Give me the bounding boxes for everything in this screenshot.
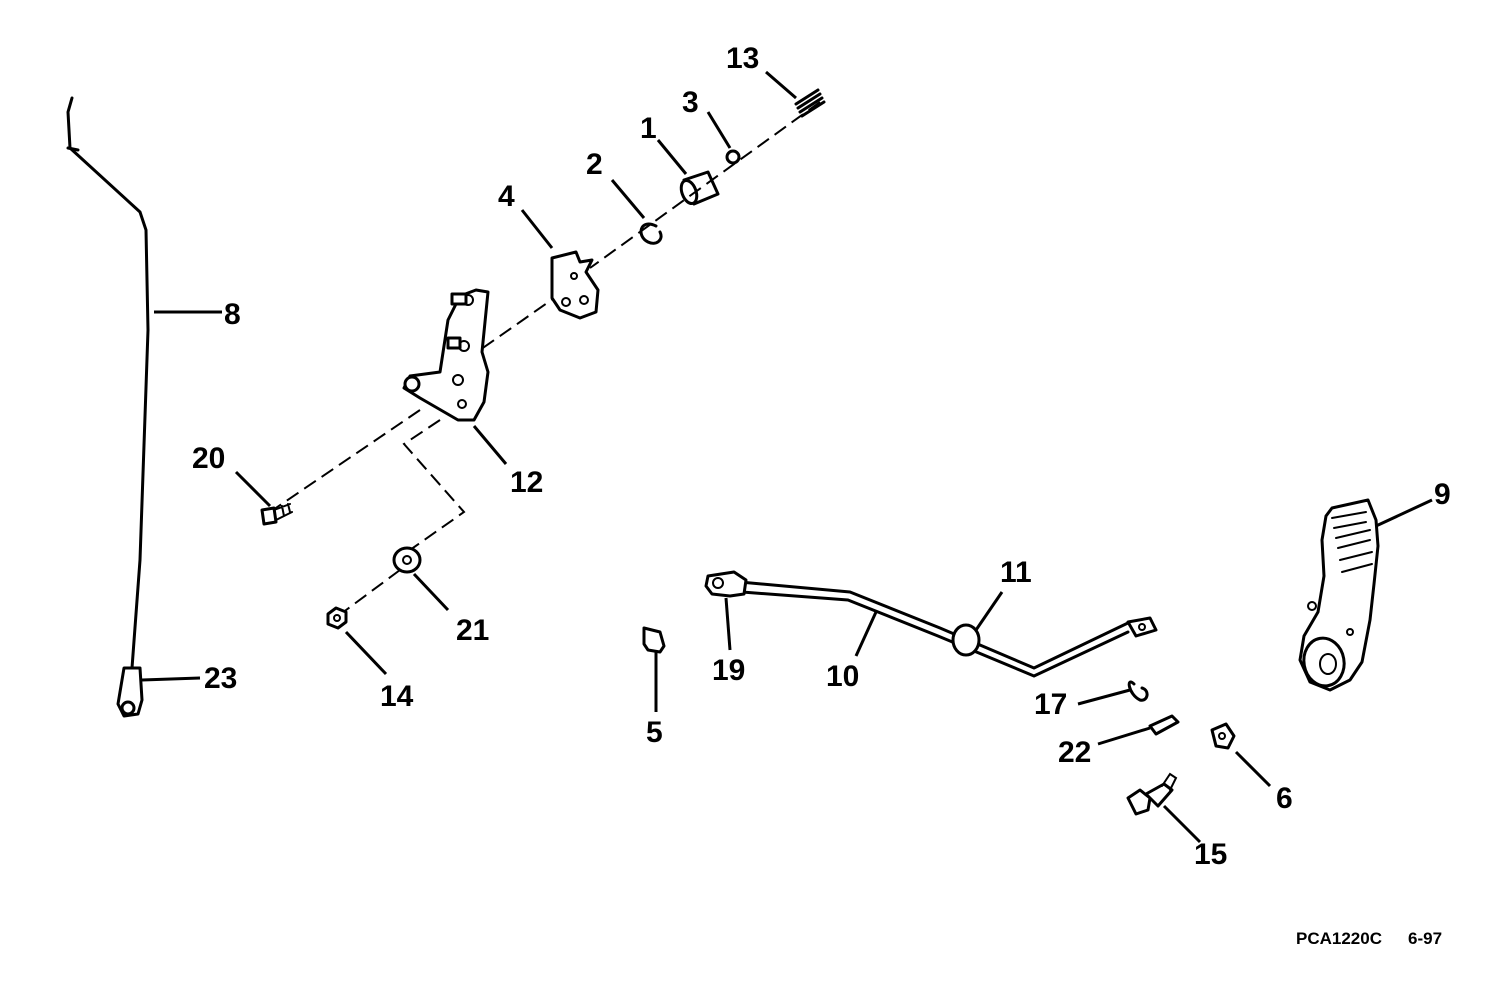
part-20-bolt	[260, 503, 293, 526]
callout-1: 1	[640, 112, 657, 145]
part-1-bushing	[679, 170, 720, 206]
part-14-nut	[326, 606, 348, 630]
callout-14: 14	[380, 680, 414, 713]
callout-6: 6	[1276, 782, 1293, 815]
callout-3: 3	[682, 86, 699, 119]
callout-23: 23	[204, 662, 237, 695]
callout-10: 10	[826, 660, 859, 693]
part-15-bolt	[1126, 772, 1178, 816]
figure-date: 6-97	[1408, 929, 1442, 948]
callout-22: 22	[1058, 736, 1091, 769]
leader-lines	[141, 70, 1433, 844]
part-12-bracket	[402, 288, 490, 422]
part-5-clip	[642, 626, 666, 654]
callout-15: 15	[1194, 838, 1227, 871]
figure-part-code: PCA1220C	[1296, 929, 1382, 948]
part-8-rod	[66, 96, 150, 670]
callout-4: 4	[498, 180, 515, 213]
part-17-clip	[1127, 680, 1149, 702]
part-9-handle	[1298, 498, 1380, 692]
callout-13: 13	[726, 42, 759, 75]
part-3-ball	[725, 149, 741, 165]
callout-11: 11	[1000, 556, 1032, 589]
callout-21: 21	[456, 614, 489, 647]
callout-9: 9	[1434, 478, 1451, 511]
part-2-clip	[639, 222, 663, 245]
part-21-washer	[392, 546, 422, 574]
callout-8: 8	[224, 298, 241, 331]
callout-2: 2	[586, 148, 603, 181]
part-23-rod-end	[116, 666, 144, 718]
callout-5: 5	[646, 716, 663, 749]
part-4-cam	[550, 250, 600, 320]
callout-17: 17	[1034, 688, 1067, 721]
part-22-pin	[1148, 714, 1180, 736]
part-10-link-rod	[704, 570, 1158, 678]
part-11-grommet	[951, 623, 981, 657]
callout-labels: 13 3 1 2 4 8 12 20 21 14 23 5 19 10 11 1…	[192, 42, 1451, 871]
callout-19: 19	[712, 654, 745, 687]
part-13-spring	[794, 88, 826, 118]
callout-20: 20	[192, 442, 225, 475]
callout-12: 12	[510, 466, 543, 499]
part-6-nut	[1210, 722, 1236, 750]
